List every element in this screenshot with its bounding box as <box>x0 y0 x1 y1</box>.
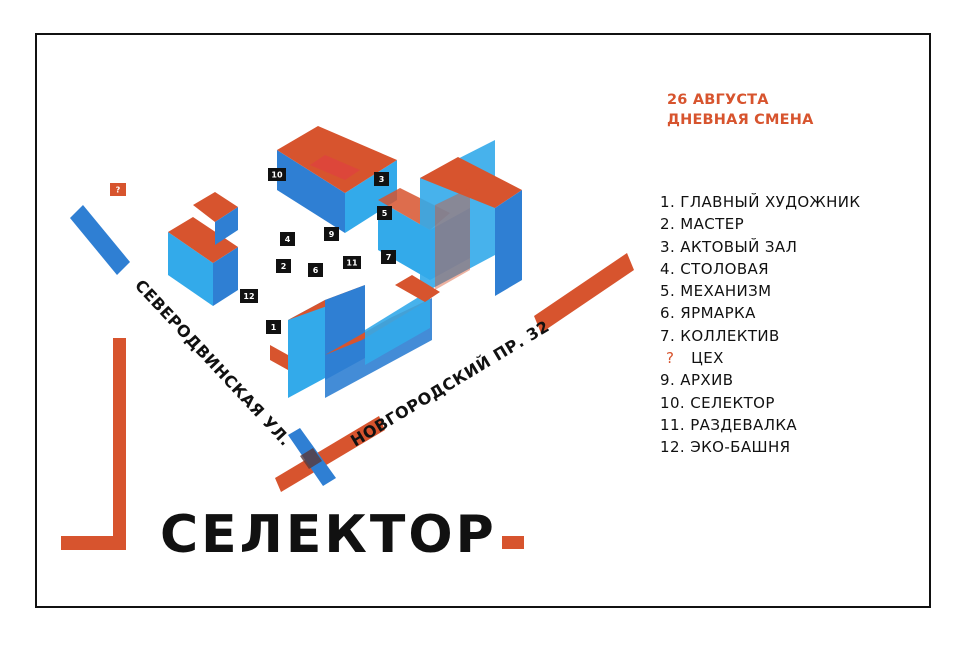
marker-2-label: 2 <box>281 262 287 271</box>
marker-3-label: 3 <box>379 175 385 184</box>
legend-item-number: 2. <box>660 215 676 234</box>
legend-item: 3. АКТОВЫЙ ЗАЛ <box>660 236 860 258</box>
marker-6[interactable]: 6 <box>308 263 323 277</box>
legend-item: 5. МЕХАНИЗМ <box>660 280 860 302</box>
legend-item-label: СЕЛЕКТОР <box>690 393 775 412</box>
marker-11-label: 11 <box>346 259 358 268</box>
marker-1[interactable]: 1 <box>266 320 281 334</box>
legend-item: 9. АРХИВ <box>660 369 860 391</box>
marker-9[interactable]: 9 <box>324 227 339 241</box>
marker-1-label: 1 <box>271 323 277 332</box>
legend-item-number: 5. <box>660 282 676 301</box>
marker-12[interactable]: 12 <box>240 289 258 303</box>
legend-item: 2. МАСТЕР <box>660 213 860 235</box>
event-date: 26 АВГУСТА <box>667 92 769 108</box>
building-right-block <box>420 140 522 296</box>
legend-item-label: МЕХАНИЗМ <box>680 282 772 301</box>
legend-item-number: 7. <box>660 326 676 345</box>
marker-4[interactable]: 4 <box>280 232 295 246</box>
marker-3[interactable]: 3 <box>374 172 389 186</box>
marker-6-label: 6 <box>313 266 319 275</box>
legend-item-number: 1. <box>660 193 676 211</box>
street-crossing-overlap <box>300 448 322 469</box>
corner-bar-horizontal <box>61 536 126 550</box>
marker-9-label: 9 <box>329 230 335 239</box>
marker-7-label: 7 <box>386 253 392 262</box>
legend-item-number: 3. <box>660 237 676 256</box>
corner-bar-vertical <box>113 338 126 550</box>
marker-question[interactable]: ? <box>110 183 126 196</box>
marker-question-label: ? <box>116 186 121 195</box>
legend-item-label: МАСТЕР <box>680 215 745 234</box>
legend-item-number: 4. <box>660 259 676 278</box>
marker-2[interactable]: 2 <box>276 259 291 273</box>
street-band-severodvinskaya-blue <box>70 205 130 275</box>
page-title: СЕЛЕКТОР <box>160 505 497 565</box>
legend-item-number: ? <box>666 349 675 368</box>
legend-item-number: 10. <box>660 393 686 412</box>
legend-item-label: СТОЛОВАЯ <box>680 259 769 278</box>
legend-item: 10. СЕЛЕКТОР <box>660 392 860 414</box>
legend-item-number: 6. <box>660 304 676 323</box>
marker-4-label: 4 <box>285 235 291 244</box>
legend-item-number: 12. <box>660 438 686 457</box>
marker-5-label: 5 <box>382 209 388 218</box>
legend-item-label: РАЗДЕВАЛКА <box>690 415 798 434</box>
legend-item-label: ЦЕХ <box>691 349 724 368</box>
legend-item-label: АКТОВЫЙ ЗАЛ <box>680 237 798 256</box>
marker-10-label: 10 <box>271 171 283 180</box>
building-eco-tower <box>168 192 238 306</box>
legend-item: 6. ЯРМАРКА <box>660 302 860 324</box>
marker-12-label: 12 <box>243 292 254 301</box>
legend-item: ? ЦЕХ <box>660 347 860 369</box>
marker-10[interactable]: 10 <box>268 168 286 181</box>
legend-item-number: 9. <box>660 371 676 390</box>
legend-item-number: 11. <box>660 415 686 434</box>
event-shift: ДНЕВНАЯ СМЕНА <box>667 112 814 128</box>
legend-item-label: ГЛАВНЫЙ ХУДОЖНИК <box>680 193 861 211</box>
marker-5[interactable]: 5 <box>377 206 392 220</box>
legend-item: 7. КОЛЛЕКТИВ <box>660 325 860 347</box>
building-long-block <box>325 275 440 398</box>
legend-item-label: АРХИВ <box>680 371 734 390</box>
legend-item: 12. ЭКО-БАШНЯ <box>660 436 860 458</box>
title-dash <box>502 536 524 549</box>
marker-7[interactable]: 7 <box>381 250 396 264</box>
street-crossing-orange <box>275 416 385 492</box>
legend-item: 11. РАЗДЕВАЛКА <box>660 414 860 436</box>
street-band-novgorodsky <box>534 253 634 333</box>
legend-item-label: ЯРМАРКА <box>680 304 756 323</box>
map-frame <box>35 33 931 608</box>
legend-item: 1. ГЛАВНЫЙ ХУДОЖНИК <box>660 191 860 213</box>
legend-item: 4. СТОЛОВАЯ <box>660 258 860 280</box>
legend-item-label: КОЛЛЕКТИВ <box>680 326 780 345</box>
legend-item-label: ЭКО-БАШНЯ <box>690 438 791 457</box>
marker-11[interactable]: 11 <box>343 256 361 269</box>
